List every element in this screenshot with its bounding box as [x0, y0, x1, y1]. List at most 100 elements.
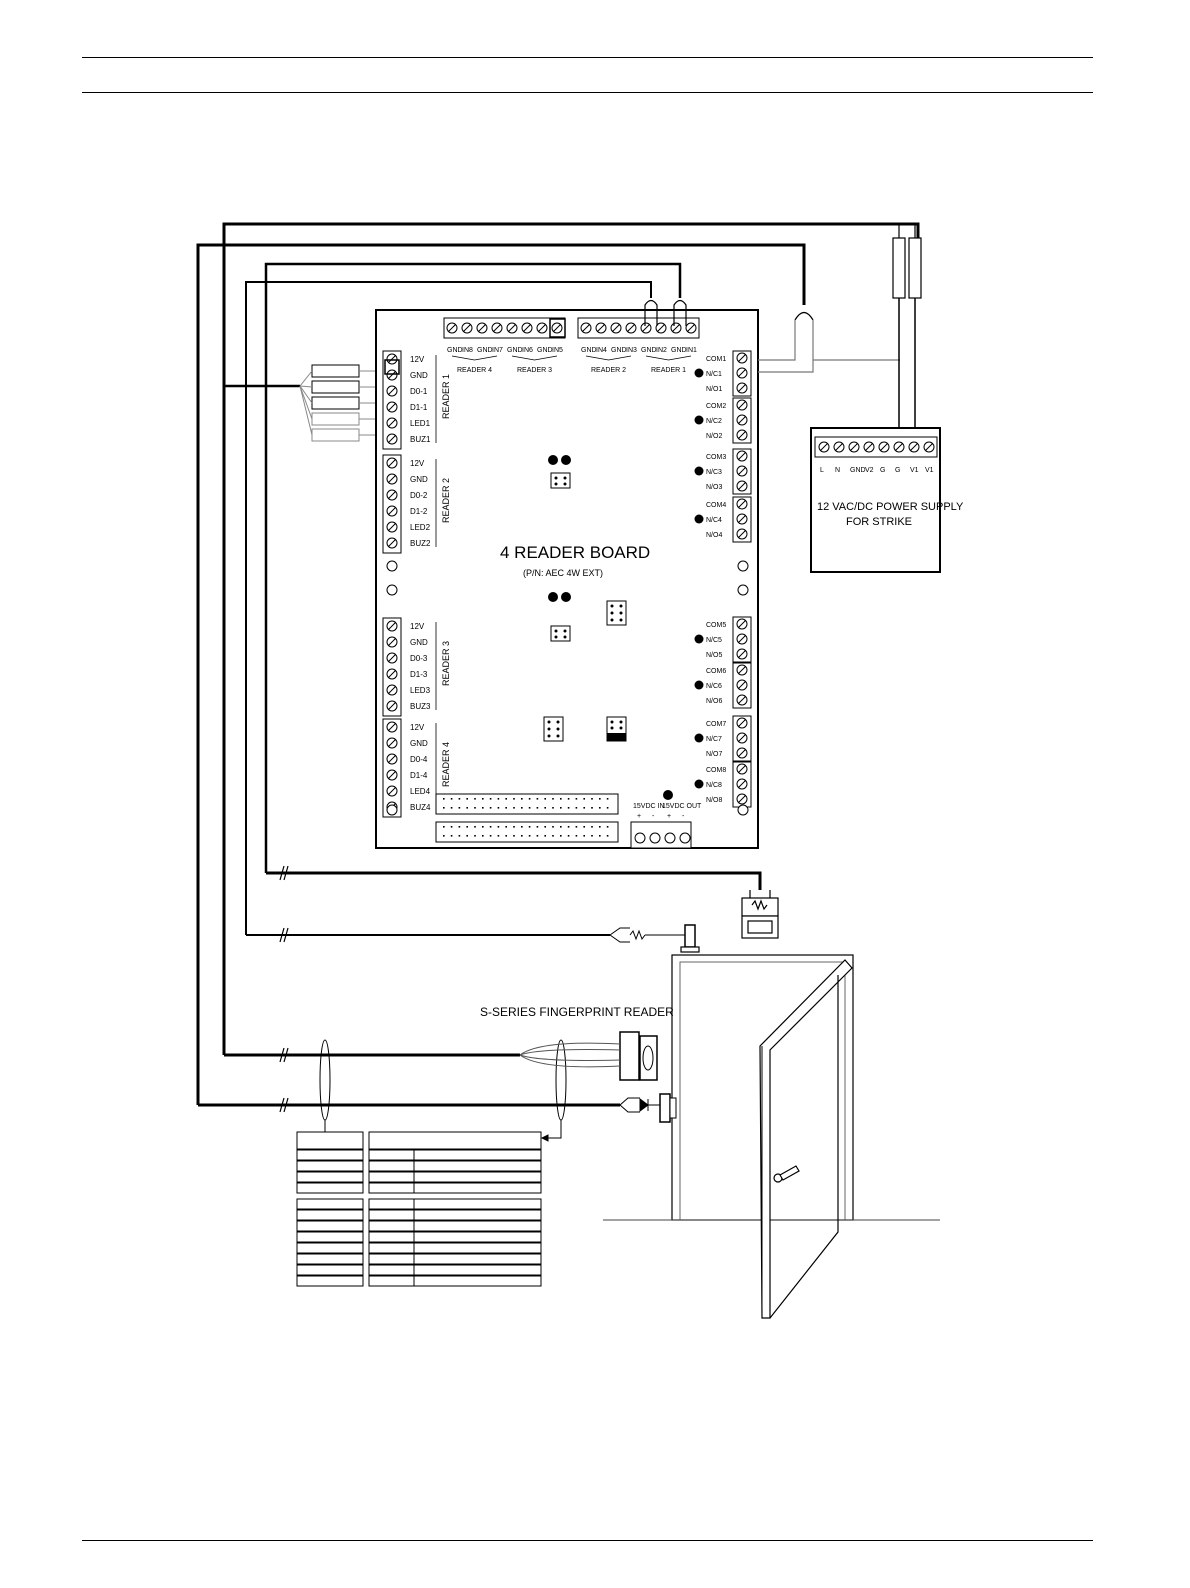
fingerprint-reader	[519, 1031, 658, 1081]
board-title: 4 READER BOARD	[500, 543, 650, 562]
relay-pin-screw	[736, 717, 748, 729]
exit-button	[741, 890, 779, 939]
relay-pin-label: COM7	[706, 721, 726, 728]
relay-pin-screw	[736, 679, 748, 691]
cable-to-exit-button	[266, 871, 762, 890]
relay-pin-label: COM3	[706, 454, 726, 461]
reader-pin-screw	[386, 684, 398, 696]
reader-pin-label: BUZ3	[410, 702, 431, 711]
reader-pin-screw	[386, 385, 398, 397]
board-components	[543, 455, 673, 800]
relay-pin-label: N/O5	[706, 652, 722, 659]
relay-pin-label: N/O4	[706, 532, 722, 539]
wiring-table-right	[368, 1131, 542, 1287]
door-strike	[619, 1093, 677, 1123]
reader-block-name: READER 2	[441, 478, 451, 523]
psu-terminal-screw	[923, 441, 935, 453]
psu-terminal-label: V1	[925, 467, 934, 474]
top-terminal-label: IN7	[492, 347, 503, 354]
relay-pin-label: N/C6	[706, 683, 722, 690]
top-terminal-screw	[595, 322, 607, 334]
relay-pin-screw	[736, 618, 748, 630]
relay-pin-screw	[736, 694, 748, 706]
top-terminal-label: IN4	[596, 347, 607, 354]
reader-pin-screw	[386, 636, 398, 648]
top-terminal-screw	[655, 322, 667, 334]
top-terminal-screw	[610, 322, 622, 334]
psu-terminal-screw	[908, 441, 920, 453]
relay-pin-screw	[736, 465, 748, 477]
relay-pin-screw	[736, 664, 748, 676]
top-terminal-label: GND	[611, 347, 627, 354]
relay-pin-label: N/O8	[706, 797, 722, 804]
reader-pin-label: BUZ1	[410, 435, 431, 444]
power-out-minus: -	[682, 813, 685, 820]
relay-pin-screw	[736, 648, 748, 660]
psu-terminal-screw	[893, 441, 905, 453]
reader-pin-screw	[386, 417, 398, 429]
relay-pin-label: N/C2	[706, 418, 722, 425]
top-terminal-screw	[476, 322, 488, 334]
reader-pin-label: 12V	[410, 622, 425, 631]
top-terminal-screw	[640, 322, 652, 334]
reader-block-name: READER 4	[441, 742, 451, 787]
top-terminal-label: IN1	[686, 347, 697, 354]
reader-pin-screw	[386, 353, 398, 365]
fingerprint-reader-label: S-SERIES FINGERPRINT READER	[480, 1005, 674, 1019]
cable-strike-power	[222, 222, 920, 1055]
relay-pin-label: N/C4	[706, 517, 722, 524]
reader-pin-screw	[386, 433, 398, 445]
relay-pin-label: COM8	[706, 767, 726, 774]
header-rule-top	[82, 57, 1093, 58]
top-group-label: READER 1	[651, 367, 686, 374]
power-terminals: 15VDC IN 15VDC OUT + - + -	[630, 803, 702, 849]
relay-pin-label: N/O3	[706, 484, 722, 491]
top-terminal-label: GND	[537, 347, 553, 354]
reader-pin-screw	[386, 537, 398, 549]
door	[603, 954, 940, 1319]
reader-pin-screw	[386, 721, 398, 733]
reader-pin-label: D0-4	[410, 755, 428, 764]
reader-pin-label: GND	[410, 475, 428, 484]
cable-exit-button	[264, 262, 682, 873]
reader-pin-screw	[386, 473, 398, 485]
top-terminal-screw	[446, 322, 458, 334]
reader-pin-label: D0-1	[410, 387, 428, 396]
psu-terminal-label: G	[895, 467, 900, 474]
relay-pin-screw	[736, 763, 748, 775]
mounting-holes	[386, 560, 749, 816]
door-contact	[892, 224, 922, 440]
reader-pin-label: D0-3	[410, 654, 428, 663]
rex-sensor	[609, 924, 700, 953]
reader-pin-label: D1-4	[410, 771, 428, 780]
reader-pin-label: 12V	[410, 459, 425, 468]
top-terminal-screw	[521, 322, 533, 334]
power-in-label: 15VDC IN	[633, 803, 665, 810]
psu-title-line1: 12 VAC/DC POWER SUPPLY	[817, 501, 964, 513]
relay-pin-label: N/C3	[706, 469, 722, 476]
top-terminal-label: GND	[641, 347, 657, 354]
relay-pin-label: COM4	[706, 502, 726, 509]
psu-terminal-label: GND	[850, 467, 866, 474]
reader-pin-label: LED4	[410, 787, 431, 796]
door-handle	[773, 1165, 800, 1183]
reader-pin-label: LED2	[410, 523, 431, 532]
relay-pin-label: COM2	[706, 403, 726, 410]
reader-pin-label: 12V	[410, 723, 425, 732]
cable-rex	[245, 281, 652, 935]
top-terminal-label: IN5	[552, 347, 563, 354]
psu-terminal-screw	[818, 441, 830, 453]
reader-pin-screw	[386, 785, 398, 797]
top-terminal-wires	[644, 299, 900, 373]
